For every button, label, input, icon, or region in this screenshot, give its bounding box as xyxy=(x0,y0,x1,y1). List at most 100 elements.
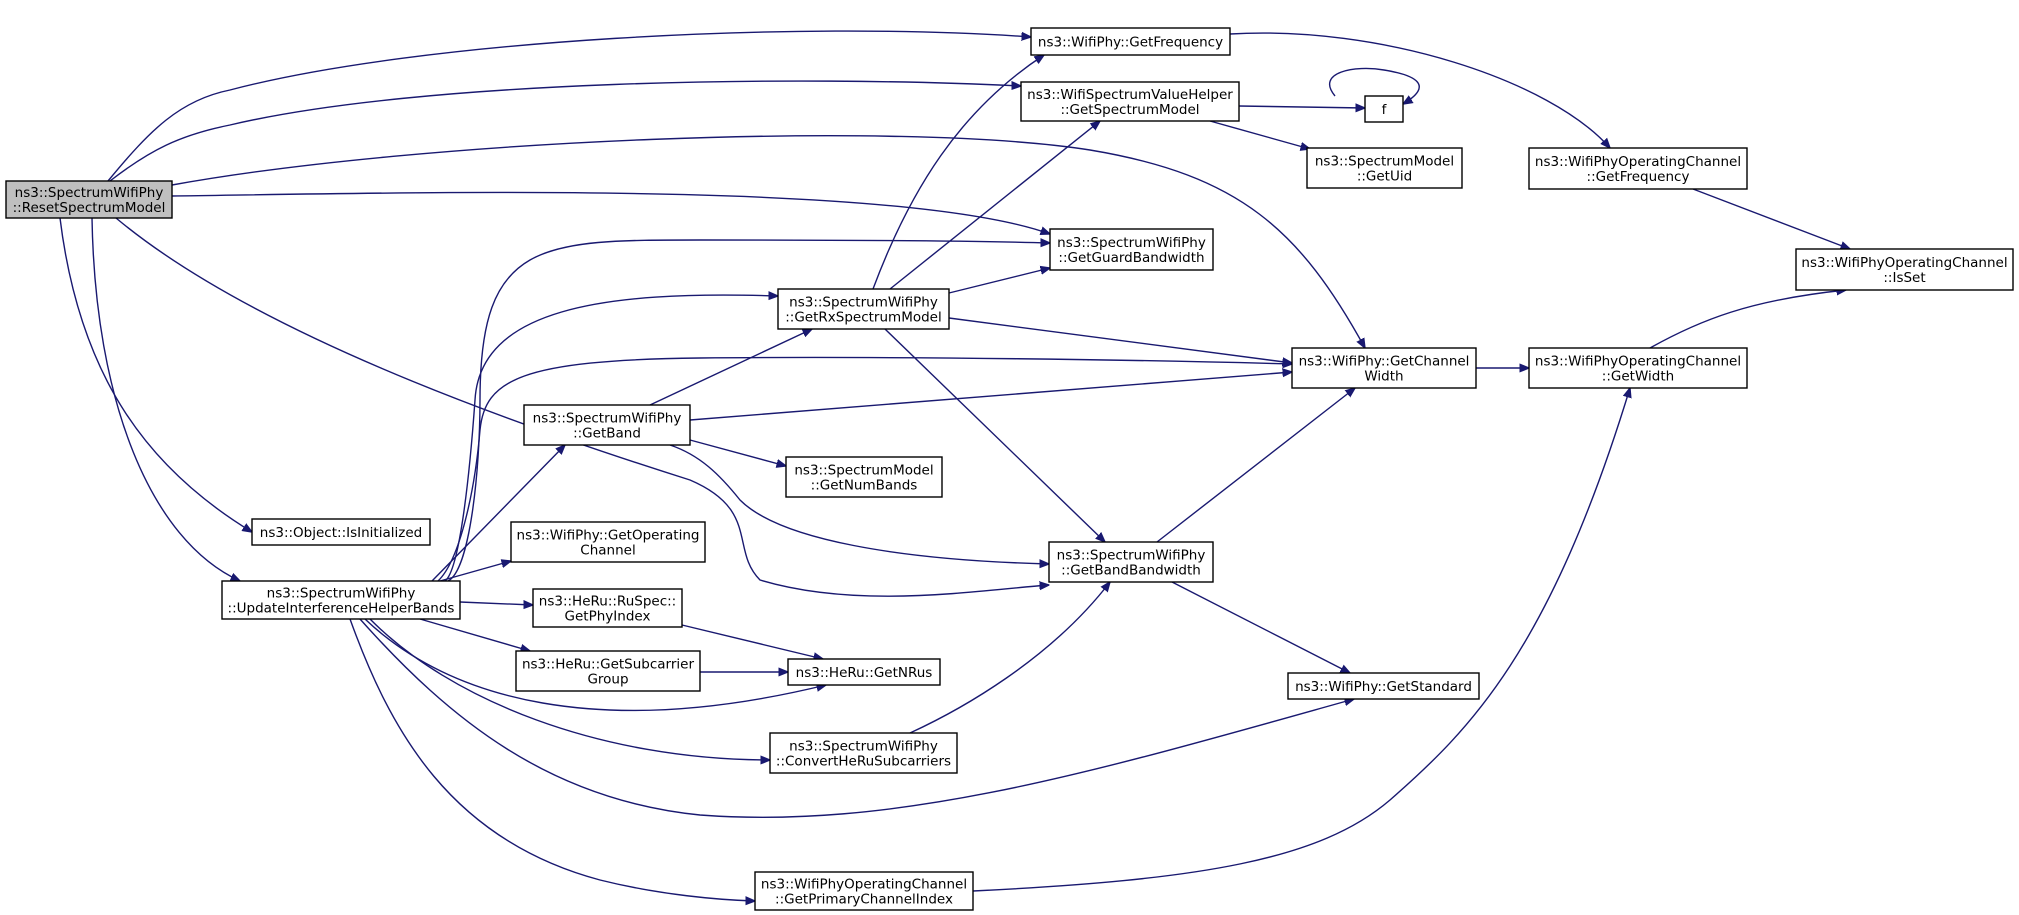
node-label-line: GetPhyIndex xyxy=(565,609,651,625)
node-isInit[interactable]: ns3::Object::IsInitialized xyxy=(251,518,431,546)
edge-getBand-to-numBands xyxy=(689,439,786,466)
edge-bandBw-to-chWidth xyxy=(1156,388,1355,543)
edge-getBand-to-rxModel xyxy=(649,329,812,406)
edge-updIHB-to-getBand xyxy=(431,445,565,582)
node-bandBw[interactable]: ns3::SpectrumWifiPhy::GetBandBandwidth xyxy=(1048,541,1214,583)
node-box xyxy=(1287,672,1480,700)
node-label-line: ::ResetSpectrumModel xyxy=(13,200,166,216)
node-label-line: ns3::SpectrumWifiPhy xyxy=(789,739,938,755)
node-label-line: ::UpdateInterferenceHelperBands xyxy=(228,601,455,617)
node-getUid[interactable]: ns3::SpectrumModel::GetUid xyxy=(1306,147,1463,189)
node-label-line: ns3::WifiPhyOperatingChannel xyxy=(1535,154,1741,170)
node-box xyxy=(1528,147,1748,190)
node-label-line: ns3::SpectrumWifiPhy xyxy=(789,295,938,311)
node-getStd[interactable]: ns3::WifiPhy::GetStandard xyxy=(1287,672,1480,700)
edge-getBand-to-bandBw xyxy=(669,444,1049,564)
node-box xyxy=(769,732,958,774)
edge-updIHB-to-chWidth xyxy=(437,356,1292,582)
node-getFrequency[interactable]: ns3::WifiPhy::GetFrequency xyxy=(1030,27,1231,56)
node-label-line: ::ConvertHeRuSubcarriers xyxy=(776,754,951,770)
node-label-line: ::GetWidth xyxy=(1602,369,1674,385)
node-isSet[interactable]: ns3::WifiPhyOperatingChannel::IsSet xyxy=(1795,248,2014,291)
node-label-line: ns3::WifiPhyOperatingChannel xyxy=(1801,255,2007,271)
node-label-line: ::GetBand xyxy=(573,426,641,442)
node-label-line: ns3::SpectrumWifiPhy xyxy=(15,185,164,201)
node-label-line: ns3::Object::IsInitialized xyxy=(260,525,422,541)
node-box xyxy=(777,288,950,330)
node-label-line: ::GetBandBandwidth xyxy=(1061,563,1201,579)
node-label-line: ns3::WifiPhy::GetFrequency xyxy=(1038,35,1223,51)
node-label-line: Width xyxy=(1364,369,1403,385)
node-primIdx[interactable]: ns3::WifiPhyOperatingChannel::GetPrimary… xyxy=(754,871,974,911)
edge-rxModel-to-valueHelper xyxy=(889,121,1100,290)
node-phyIndex[interactable]: ns3::HeRu::RuSpec::GetPhyIndex xyxy=(532,588,683,628)
node-label-line: ::GetUid xyxy=(1357,169,1412,185)
node-label-line: ns3::WifiPhy::GetOperating xyxy=(517,528,700,544)
edge-valueHelper-to-f xyxy=(1238,106,1365,108)
edge-getFrequency-to-opGetFrequency xyxy=(1229,32,1610,148)
node-box xyxy=(754,871,974,911)
node-numBands[interactable]: ns3::SpectrumModel::GetNumBands xyxy=(785,456,943,498)
node-box xyxy=(5,180,173,219)
nodes: ns3::SpectrumWifiPhy::ResetSpectrumModel… xyxy=(5,27,2014,911)
edge-reset-to-guardBw xyxy=(171,191,1050,234)
node-reset[interactable]: ns3::SpectrumWifiPhy::ResetSpectrumModel xyxy=(5,180,173,219)
edge-bandBw-to-getStd xyxy=(1171,581,1350,673)
node-label-line: Channel xyxy=(580,543,635,559)
node-label-line: ::IsSet xyxy=(1883,270,1925,286)
node-label-line: ns3::HeRu::GetNRus xyxy=(796,665,933,681)
node-box xyxy=(221,580,461,620)
edge-updIHB-to-getStd xyxy=(359,618,1354,818)
edge-reset-to-getFrequency xyxy=(107,30,1031,182)
edge-reset-to-valueHelper xyxy=(109,80,1021,182)
node-box xyxy=(510,521,706,563)
edge-convHe-to-bandBw xyxy=(909,582,1110,734)
node-box xyxy=(523,404,691,446)
node-box xyxy=(1048,541,1214,583)
node-label-line: ::GetRxSpectrumModel xyxy=(785,310,941,326)
edge-updIHB-to-primIdx xyxy=(349,618,755,901)
node-nRus[interactable]: ns3::HeRu::GetNRus xyxy=(787,658,941,686)
node-box xyxy=(532,588,683,628)
node-box xyxy=(1795,248,2014,291)
node-convHe[interactable]: ns3::SpectrumWifiPhy::ConvertHeRuSubcarr… xyxy=(769,732,958,774)
node-label-line: ns3::SpectrumModel xyxy=(1315,154,1454,170)
node-guardBw[interactable]: ns3::SpectrumWifiPhy::GetGuardBandwidth xyxy=(1049,228,1214,271)
edge-updIHB-to-nRus xyxy=(364,618,826,712)
node-label-line: ::GetSpectrumModel xyxy=(1060,102,1199,118)
edge-updIHB-to-convHe xyxy=(369,618,770,760)
node-box xyxy=(1306,147,1463,189)
node-label-line: ns3::SpectrumWifiPhy xyxy=(1057,548,1206,564)
node-box xyxy=(787,658,941,686)
edge-phyIndex-to-nRus xyxy=(681,624,823,659)
edge-updIHB-to-guardBw xyxy=(447,240,1050,582)
node-label-line: ns3::WifiPhyOperatingChannel xyxy=(761,877,967,893)
node-f[interactable]: f xyxy=(1364,95,1404,123)
edges xyxy=(59,30,1850,901)
node-box xyxy=(251,518,431,546)
node-rxModel[interactable]: ns3::SpectrumWifiPhy::GetRxSpectrumModel xyxy=(777,288,950,330)
node-label-line: ns3::HeRu::RuSpec:: xyxy=(539,594,676,610)
node-box xyxy=(1364,95,1404,123)
edge-updIHB-to-phyIndex xyxy=(459,602,533,605)
edge-rxModel-to-chWidth xyxy=(948,317,1292,363)
node-valueHelper[interactable]: ns3::WifiSpectrumValueHelper::GetSpectru… xyxy=(1020,81,1240,122)
node-label-line: ns3::HeRu::GetSubcarrier xyxy=(522,657,695,673)
node-label-line: ns3::SpectrumWifiPhy xyxy=(533,411,682,427)
edge-opGetWidth-to-isSet xyxy=(1649,290,1846,349)
edge-updIHB-to-subGroup xyxy=(419,618,530,651)
node-updIHB[interactable]: ns3::SpectrumWifiPhy::UpdateInterference… xyxy=(221,580,461,620)
node-opGetFrequency[interactable]: ns3::WifiPhyOperatingChannel::GetFrequen… xyxy=(1528,147,1748,190)
edge-updIHB-to-rxModel xyxy=(444,295,778,582)
node-label-line: ns3::SpectrumWifiPhy xyxy=(267,586,416,602)
edge-rxModel-to-bandBw xyxy=(884,328,1105,542)
edge-primIdx-to-opGetWidth xyxy=(972,388,1630,892)
node-label-line: ::GetFrequency xyxy=(1587,169,1690,185)
edge-reset-to-isInit xyxy=(59,217,252,532)
node-opGetWidth[interactable]: ns3::WifiPhyOperatingChannel::GetWidth xyxy=(1528,347,1748,389)
node-getBand[interactable]: ns3::SpectrumWifiPhy::GetBand xyxy=(523,404,691,446)
